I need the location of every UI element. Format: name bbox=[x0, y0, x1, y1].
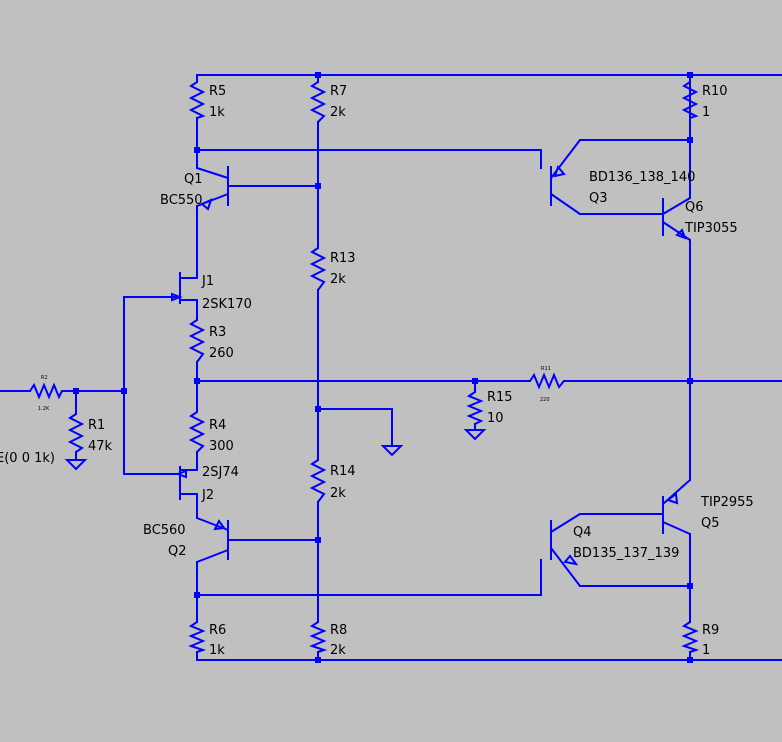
value-R5: 1k bbox=[209, 105, 225, 120]
value-R1: 47k bbox=[88, 439, 113, 454]
resistor-R4 bbox=[188, 411, 206, 453]
label-R1: R1 bbox=[88, 418, 105, 433]
label-R8: R8 bbox=[330, 623, 347, 638]
label-Q3: Q3 bbox=[589, 191, 608, 206]
transistor-Q5-pnp bbox=[662, 479, 691, 535]
label-Q5: Q5 bbox=[701, 516, 720, 531]
resistor-R1 bbox=[67, 413, 85, 453]
grounds bbox=[64, 429, 487, 471]
transistor-Q2-pnp bbox=[196, 517, 229, 563]
label-R14: R14 bbox=[330, 464, 356, 479]
resistor-R2 bbox=[29, 382, 63, 400]
resistor-R15 bbox=[466, 391, 484, 425]
label-R10: R10 bbox=[702, 84, 728, 99]
value-R2: 1.2K bbox=[38, 406, 50, 412]
value-R11: 220 bbox=[540, 397, 550, 403]
resistor-R13 bbox=[309, 247, 327, 291]
model-J2: 2SJ74 bbox=[202, 465, 239, 480]
transistor-Q3-pnp bbox=[550, 139, 581, 215]
ground-icon bbox=[64, 459, 88, 471]
model-Q4: BD135_137_139 bbox=[573, 546, 679, 561]
value-R14: 2k bbox=[330, 486, 346, 501]
model-J1: 2SK170 bbox=[202, 297, 252, 312]
model-Q6: TIP3055 bbox=[684, 221, 738, 236]
junction-dots bbox=[73, 72, 693, 663]
model-Q2: BC560 bbox=[143, 523, 186, 538]
resistor-R11 bbox=[529, 372, 565, 390]
transistor-Q6-npn bbox=[662, 75, 691, 241]
label-Q1: Q1 bbox=[184, 172, 203, 187]
value-R6: 1k bbox=[209, 643, 225, 658]
value-R7: 2k bbox=[330, 105, 346, 120]
value-R3: 260 bbox=[209, 346, 234, 361]
label-Q4: Q4 bbox=[573, 525, 592, 540]
model-Q1: BC550 bbox=[160, 193, 203, 208]
label-R3: R3 bbox=[209, 325, 226, 340]
label-R9: R9 bbox=[702, 623, 719, 638]
label-Q6: Q6 bbox=[685, 200, 704, 215]
resistors bbox=[29, 81, 700, 653]
label-R13: R13 bbox=[330, 251, 356, 266]
value-R15: 10 bbox=[487, 411, 504, 426]
value-R10: 1 bbox=[702, 105, 710, 120]
label-J1: J1 bbox=[201, 274, 214, 289]
resistor-R9 bbox=[681, 621, 700, 653]
transistors bbox=[196, 75, 691, 587]
resistor-R3 bbox=[188, 319, 206, 363]
label-R2: R2 bbox=[41, 375, 48, 381]
model-Q3: BD136_138_140 bbox=[589, 170, 695, 185]
ground-icon bbox=[380, 445, 404, 457]
resistor-R8 bbox=[309, 621, 328, 653]
label-Q2: Q2 bbox=[168, 544, 187, 559]
resistor-R14 bbox=[309, 459, 327, 503]
component-labels: R5 1k R7 2k R10 1 Q1 BC550 BD136_138_140… bbox=[0, 84, 754, 658]
value-R4: 300 bbox=[209, 439, 234, 454]
wires bbox=[0, 74, 782, 661]
jfet-J1-nchannel bbox=[171, 268, 198, 304]
transistor-Q1-npn bbox=[196, 166, 229, 211]
jfets bbox=[171, 268, 198, 502]
model-Q5: TIP2955 bbox=[700, 495, 754, 510]
label-R6: R6 bbox=[209, 623, 226, 638]
resistor-R5 bbox=[188, 81, 206, 119]
source-spec: E(0 0 1k) bbox=[0, 451, 55, 466]
resistor-R7 bbox=[309, 81, 327, 123]
label-R15: R15 bbox=[487, 390, 513, 405]
ground-icon bbox=[463, 429, 487, 441]
jfet-J2-pchannel bbox=[175, 466, 198, 502]
transistor-Q4-npn bbox=[550, 513, 581, 587]
resistor-R6 bbox=[188, 621, 207, 653]
value-R9: 1 bbox=[702, 643, 710, 658]
label-R5: R5 bbox=[209, 84, 226, 99]
value-R13: 2k bbox=[330, 272, 346, 287]
label-R4: R4 bbox=[209, 418, 226, 433]
label-J2: J2 bbox=[201, 488, 214, 503]
label-R11: R11 bbox=[541, 366, 551, 372]
label-R7: R7 bbox=[330, 84, 347, 99]
value-R8: 2k bbox=[330, 643, 346, 658]
